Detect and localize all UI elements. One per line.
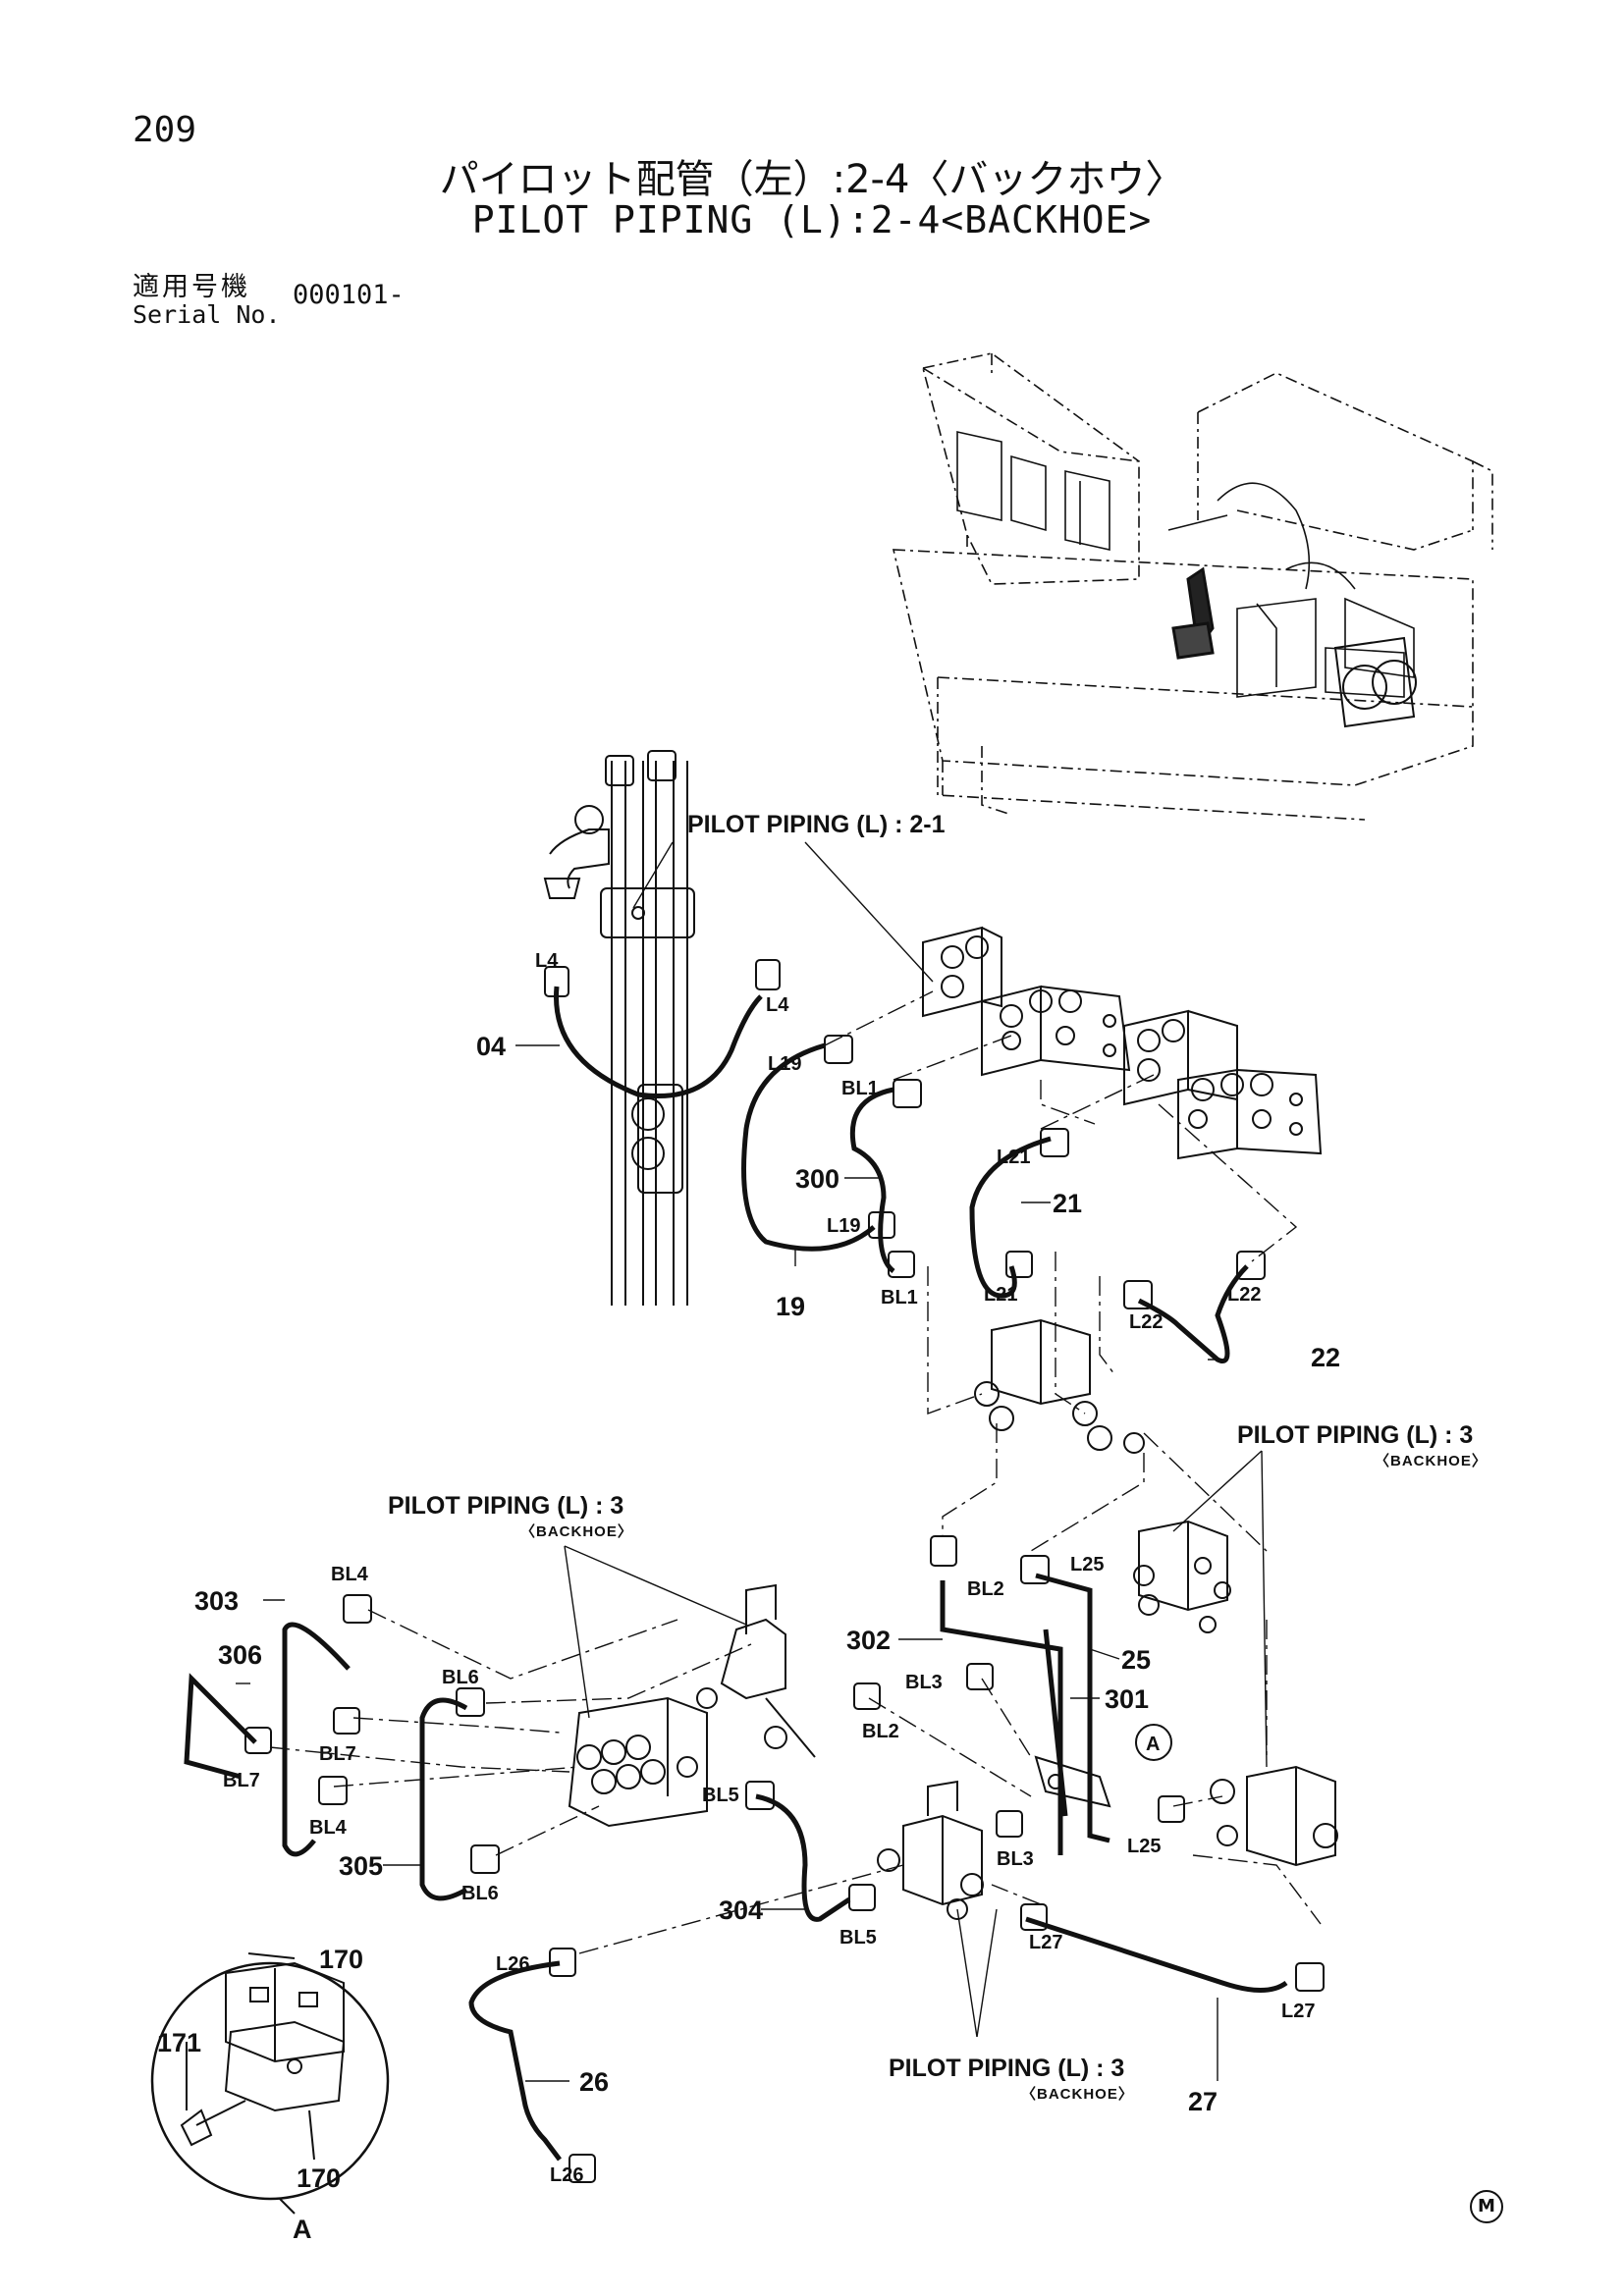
tag-l26-top: L26 — [496, 1953, 529, 1975]
tag-l27-right: L27 — [1281, 2001, 1315, 2022]
part-number-19: 19 — [776, 1292, 805, 1321]
tag-l4-left: L4 — [535, 950, 559, 972]
pipe-26 — [468, 1960, 562, 2162]
pipe-300 — [849, 1087, 895, 1273]
hydraulic-block-illustration — [1171, 566, 1215, 660]
valve-block-right-middle — [1133, 1520, 1231, 1633]
part-number-301: 301 — [1105, 1684, 1149, 1714]
pipe-302 — [940, 1580, 1063, 1855]
detail-marker-a: A — [1146, 1734, 1160, 1755]
detail-a-inset — [150, 1952, 390, 2215]
part-number-300: 300 — [795, 1164, 839, 1194]
part-number-302: 302 — [846, 1626, 891, 1655]
tag-l25-bottom: L25 — [1127, 1836, 1161, 1857]
detail-a-marker-circle — [1135, 1724, 1172, 1761]
tag-l22-right: L22 — [1227, 1284, 1261, 1306]
tag-bl4-bottom: BL4 — [309, 1817, 348, 1839]
leader-lines — [236, 841, 1268, 2082]
ref-sub-backhoe-bottom: 〈BACKHOE〉 — [1021, 2085, 1134, 2103]
tag-bl3-top: BL3 — [905, 1672, 943, 1693]
page-title-japanese: パイロット配管（左）:2-4〈バックホウ〉 — [439, 157, 1185, 202]
pipe-19 — [741, 1042, 876, 1252]
ref-label-pilot-piping-3-right: PILOT PIPING (L) : 3 — [1237, 1421, 1473, 1449]
pipe-305 — [419, 1697, 468, 1901]
part-number-306: 306 — [218, 1640, 262, 1670]
control-valve-illustration — [1167, 482, 1415, 698]
pipe-306 — [184, 1673, 257, 1780]
fitting-nuts — [244, 959, 1325, 2183]
part-number-04: 04 — [476, 1032, 506, 1061]
pipe-304 — [755, 1793, 851, 1922]
tag-l21-top: L21 — [997, 1147, 1030, 1168]
pipe-22 — [1137, 1264, 1249, 1363]
tube-bundle-illustration — [600, 750, 695, 1306]
valve-block-upper-right — [1123, 1009, 1323, 1160]
tag-bl2-top: BL2 — [967, 1578, 1004, 1600]
page-title-english: PILOT PIPING (L):2-4<BACKHOE> — [471, 198, 1153, 241]
detail-label-a: A — [293, 2215, 312, 2244]
part-number-170-top: 170 — [319, 1945, 363, 1974]
tag-bl2-bottom: BL2 — [862, 1721, 899, 1742]
valve-block-center — [974, 1318, 1145, 1454]
part-number-25: 25 — [1121, 1645, 1151, 1675]
pipe-25 — [1035, 1573, 1110, 1843]
pipe-21 — [969, 1136, 1052, 1299]
pipe-27 — [1025, 1916, 1288, 1993]
corner-mark: M — [1470, 2190, 1503, 2223]
valve-block-upper-left — [922, 926, 1131, 1077]
tag-l26-bottom: L26 — [550, 2164, 583, 2186]
tee-fitting-center — [696, 1583, 816, 1758]
reference-lines — [269, 990, 1322, 1954]
tag-l27-left: L27 — [1029, 1932, 1062, 1953]
clamp-a — [1034, 1755, 1111, 1808]
tag-bl6-bottom: BL6 — [461, 1883, 499, 1904]
tag-bl4-top: BL4 — [331, 1564, 369, 1585]
part-number-303: 303 — [194, 1586, 239, 1616]
ref-sub-backhoe-right: 〈BACKHOE〉 — [1375, 1452, 1488, 1469]
tag-l19-top: L19 — [768, 1053, 801, 1075]
part-number-22: 22 — [1311, 1343, 1340, 1372]
ref-sub-backhoe-left: 〈BACKHOE〉 — [520, 1522, 633, 1540]
part-number-26: 26 — [579, 2067, 609, 2097]
part-number-305: 305 — [339, 1851, 383, 1881]
serial-label-japanese: 適用号機 — [133, 272, 250, 302]
ref-label-pilot-piping-3-bottom: PILOT PIPING (L) : 3 — [889, 2055, 1124, 2082]
tag-bl7-right: BL7 — [319, 1743, 356, 1765]
tag-bl1-bottom: BL1 — [881, 1287, 918, 1308]
tag-l22-left: L22 — [1129, 1311, 1163, 1333]
part-number-304: 304 — [719, 1896, 763, 1925]
part-number-21: 21 — [1053, 1189, 1082, 1218]
tag-l21-bottom: L21 — [984, 1284, 1017, 1306]
tag-l25-top: L25 — [1070, 1554, 1104, 1575]
ref-label-pilot-piping-2-1: PILOT PIPING (L) : 2-1 — [687, 811, 946, 838]
page-number: 209 — [133, 110, 197, 150]
tag-l19-bottom: L19 — [827, 1215, 860, 1237]
valve-block-left-lower — [568, 1696, 708, 1828]
tag-bl7-left: BL7 — [223, 1770, 260, 1791]
tag-bl5-top: BL5 — [702, 1785, 739, 1806]
part-number-171: 171 — [157, 2028, 201, 2057]
pipe-04 — [553, 986, 763, 1099]
tag-bl5-bottom: BL5 — [839, 1927, 877, 1949]
cab-windows-illustration — [956, 431, 1110, 551]
pipe-303 — [282, 1622, 351, 1857]
serial-label-english: Serial No. — [133, 300, 281, 329]
serial-number-value: 000101- — [293, 280, 405, 310]
pump-illustration — [1333, 636, 1417, 728]
part-number-170-bottom: 170 — [297, 2163, 341, 2193]
valve-block-right-lower — [1210, 1765, 1338, 1867]
part-number-27: 27 — [1188, 2087, 1218, 2116]
valve-block-center-lower — [877, 1780, 984, 1920]
tag-bl3-bottom: BL3 — [997, 1848, 1034, 1870]
tag-l4-right: L4 — [766, 994, 789, 1016]
ref-label-pilot-piping-3-left: PILOT PIPING (L) : 3 — [388, 1492, 623, 1520]
tag-bl1-top: BL1 — [841, 1078, 879, 1099]
tag-bl6-top: BL6 — [442, 1667, 479, 1688]
elbow-fitting-illustration — [543, 805, 610, 899]
